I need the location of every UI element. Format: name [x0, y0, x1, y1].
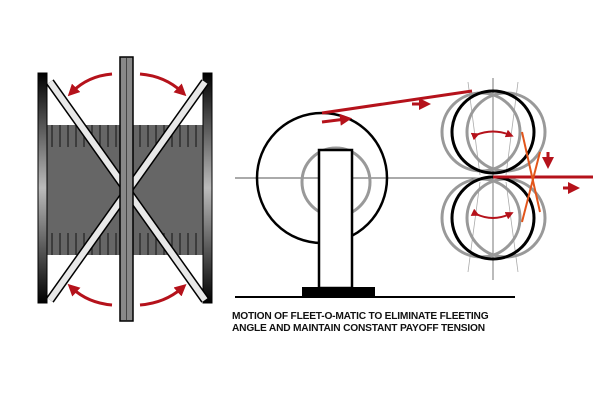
cable-top [321, 89, 473, 115]
cable-spool [37, 56, 213, 322]
reel-pedestal [317, 148, 354, 290]
top-roller [450, 89, 536, 175]
rotation-arrow [321, 113, 352, 126]
left-flange [37, 72, 48, 304]
top-roller-swing-arrow [470, 129, 514, 141]
diagram-caption: MOTION OF FLEET-O-MATIC TO ELIMINATE FLE… [232, 311, 489, 335]
swing-arrow-top-left [67, 72, 113, 97]
cable-path [321, 89, 593, 223]
swing-arrow-bottom-left [67, 283, 113, 307]
caption-line-1: MOTION OF FLEET-O-MATIC TO ELIMINATE FLE… [232, 311, 489, 322]
fleet-o-matic-rollers [440, 81, 547, 273]
cable-angle-line-2 [521, 151, 541, 223]
cable-angle-line-1 [521, 131, 541, 213]
top-roller-swing-left [440, 91, 522, 173]
payoff-reel [235, 111, 515, 298]
pedestal-base [302, 287, 375, 296]
swing-arrow-bottom-right [139, 284, 187, 307]
right-flange [202, 72, 213, 304]
swing-arrow-top-right [139, 72, 187, 97]
bottom-roller-swing-arrow [470, 208, 514, 220]
caption-line-2: ANGLE AND MAINTAIN CONSTANT PAYOFF TENSI… [232, 323, 485, 334]
bottom-roller-swing-left [440, 177, 522, 259]
